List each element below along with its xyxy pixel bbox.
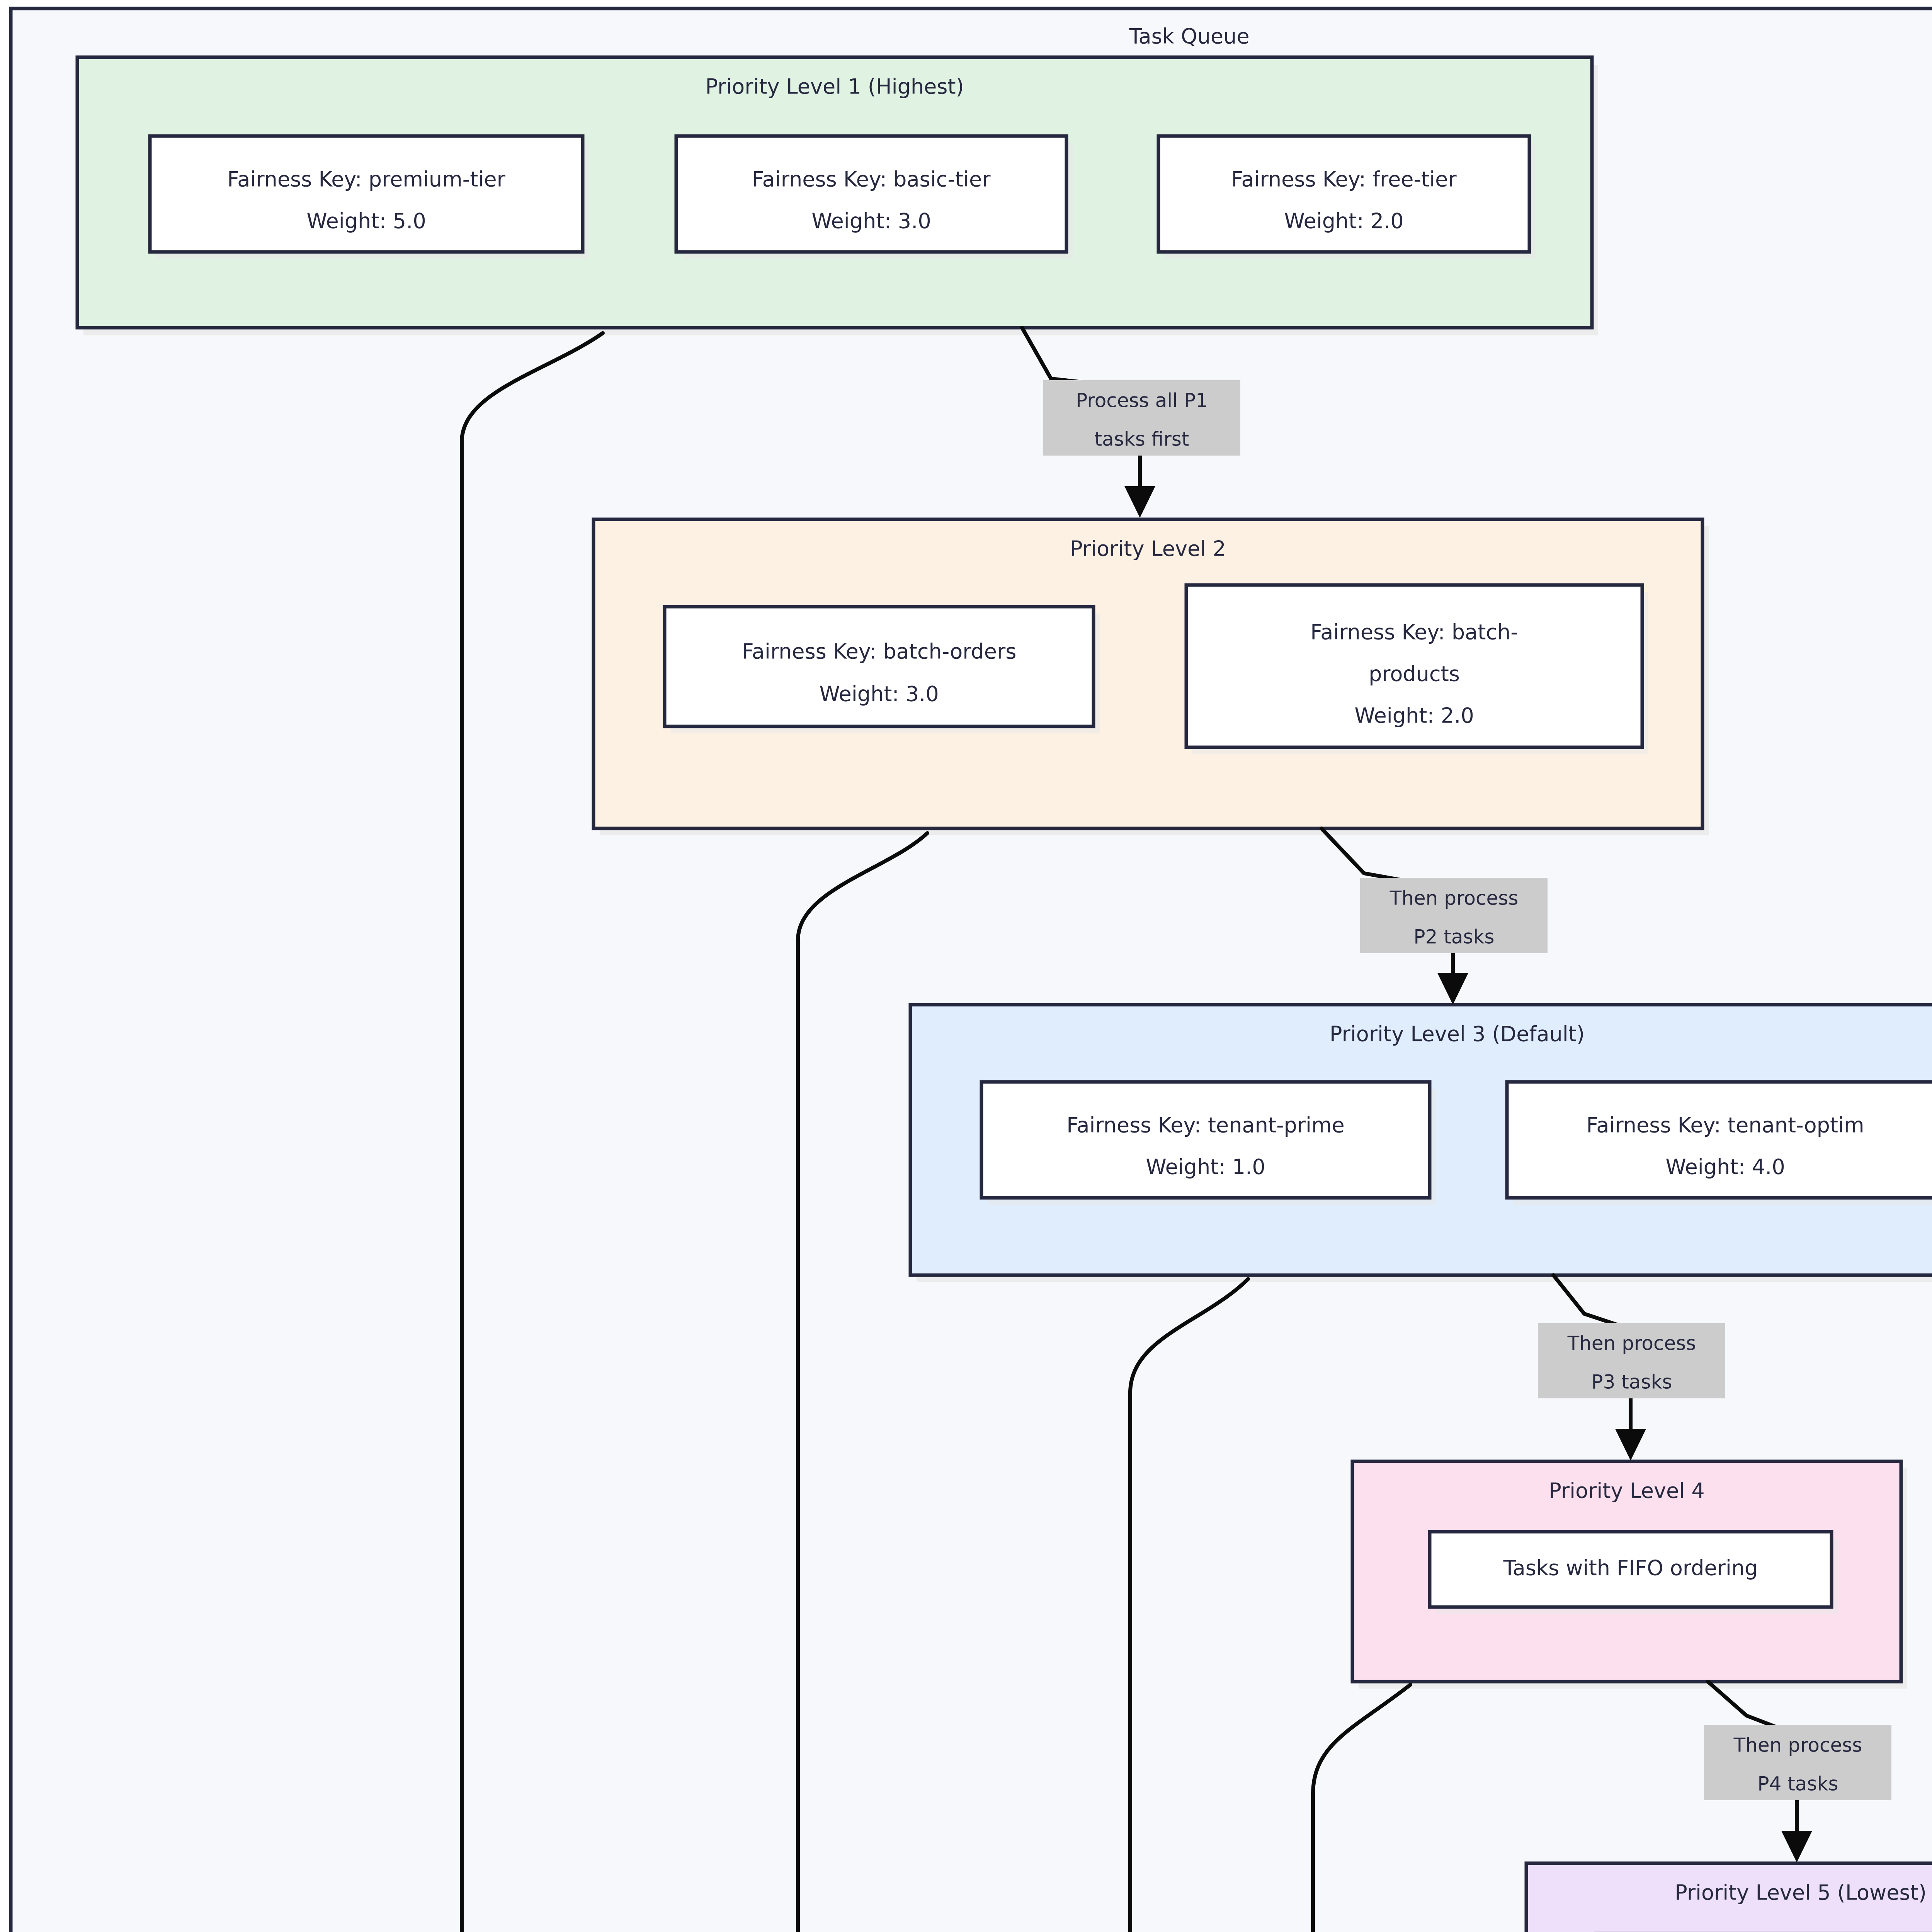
edge-label-p4-to-p5-line2: P4 tasks: [1757, 1773, 1838, 1795]
edge-p3-to-workers: [1128, 1277, 1250, 1932]
cluster-priority-1-title: Priority Level 1 (Highest): [705, 75, 964, 99]
node-fairness-premium-tier-weight: Weight: 5.0: [306, 209, 426, 233]
edge-label-p1-to-p2-line1: Process all P1: [1076, 389, 1208, 412]
node-fairness-basic-tier-rect[interactable]: [674, 134, 1068, 254]
edge-p4-to-p5-arrowhead: [1781, 1831, 1812, 1862]
node-p4-fifo-label: Tasks with FIFO ordering: [1503, 1556, 1758, 1580]
cluster-priority-4: Priority Level 4 Tasks with FIFO orderin…: [1350, 1459, 1907, 1689]
node-fairness-premium-tier[interactable]: Fairness Key: premium-tier Weight: 5.0: [148, 134, 589, 259]
node-fairness-batch-products-key: Fairness Key: batch-: [1310, 620, 1518, 645]
edge-label-p3-to-p4-line2: P3 tasks: [1591, 1371, 1672, 1393]
cluster-priority-3: Priority Level 3 (Default) Fairness Key:…: [908, 1003, 1932, 1282]
edge-label-p1-to-p2: Process all P1 tasks first: [1043, 380, 1240, 456]
node-fairness-tenant-optim[interactable]: Fairness Key: tenant-optim Weight: 4.0: [1505, 1080, 1932, 1205]
node-fairness-batch-products-key2: products: [1369, 662, 1460, 686]
edge-label-p4-to-p5-bg: [1704, 1725, 1891, 1800]
node-fairness-basic-tier-weight: Weight: 3.0: [811, 209, 931, 233]
edge-label-p3-to-p4-bg: [1538, 1323, 1725, 1398]
edge-p1-to-p2-arrowhead: [1124, 486, 1155, 518]
node-fairness-basic-tier-key: Fairness Key: basic-tier: [752, 167, 991, 192]
node-fairness-batch-orders-key: Fairness Key: batch-orders: [742, 639, 1017, 664]
edge-label-p4-to-p5-line1: Then process: [1733, 1734, 1862, 1757]
cluster-priority-3-title: Priority Level 3 (Default): [1330, 1022, 1585, 1046]
node-fairness-free-tier[interactable]: Fairness Key: free-tier Weight: 2.0: [1156, 134, 1536, 259]
node-fairness-tenant-optim-rect[interactable]: [1505, 1080, 1932, 1200]
node-fairness-basic-tier[interactable]: Fairness Key: basic-tier Weight: 3.0: [674, 134, 1073, 259]
cluster-priority-5-title: Priority Level 5 (Lowest): [1675, 1881, 1927, 1905]
node-fairness-tenant-prime-weight: Weight: 1.0: [1146, 1155, 1265, 1179]
cluster-priority-2: Priority Level 2 Fairness Key: batch-ord…: [592, 517, 1709, 835]
cluster-priority-1: Priority Level 1 (Highest) Fairness Key:…: [75, 55, 1598, 335]
node-fairness-batch-orders[interactable]: Fairness Key: batch-orders Weight: 3.0: [663, 605, 1100, 733]
node-fairness-batch-products-weight: Weight: 2.0: [1354, 704, 1474, 728]
node-fairness-premium-tier-key: Fairness Key: premium-tier: [227, 167, 505, 192]
node-p4-fifo[interactable]: Tasks with FIFO ordering: [1428, 1530, 1838, 1614]
node-fairness-tenant-prime[interactable]: Fairness Key: tenant-prime Weight: 1.0: [980, 1080, 1436, 1205]
node-fairness-free-tier-weight: Weight: 2.0: [1284, 209, 1403, 233]
cluster-priority-5-rect: [1524, 1861, 1932, 1932]
edge-p4-to-workers: [1311, 1683, 1412, 1932]
cluster-priority-4-title: Priority Level 4: [1549, 1479, 1704, 1503]
edge-label-p2-to-p3-line1: Then process: [1389, 887, 1519, 910]
edge-p1-to-workers: [460, 331, 605, 1932]
edge-p2-to-workers: [796, 831, 929, 1932]
node-fairness-premium-tier-rect[interactable]: [148, 134, 585, 254]
node-fairness-batch-products[interactable]: Fairness Key: batch- products Weight: 2.…: [1184, 583, 1648, 754]
edge-label-p2-to-p3-bg: [1360, 878, 1548, 953]
edge-label-p3-to-p4-line1: Then process: [1567, 1332, 1696, 1355]
node-fairness-free-tier-key: Fairness Key: free-tier: [1231, 167, 1457, 192]
edge-label-p4-to-p5: Then process P4 tasks: [1704, 1725, 1891, 1800]
edge-p3-to-p4-arrowhead: [1615, 1429, 1646, 1461]
node-p4-fifo-rect[interactable]: [1428, 1530, 1833, 1609]
edge-label-p2-to-p3: Then process P2 tasks: [1360, 878, 1548, 953]
node-fairness-free-tier-rect[interactable]: [1156, 134, 1531, 254]
cluster-priority-5: Priority Level 5 (Lowest) Tasks with FIF…: [1524, 1861, 1932, 1932]
edge-label-p2-to-p3-line2: P2 tasks: [1413, 926, 1494, 948]
edge-label-p3-to-p4: Then process P3 tasks: [1538, 1323, 1725, 1398]
node-fairness-batch-products-rect[interactable]: [1184, 583, 1644, 749]
node-fairness-batch-orders-rect[interactable]: [663, 605, 1095, 728]
edge-p2-to-p3-arrowhead: [1437, 973, 1468, 1005]
edge-label-p1-to-p2-line2: tasks first: [1095, 428, 1189, 451]
node-fairness-tenant-optim-key: Fairness Key: tenant-optim: [1586, 1113, 1864, 1138]
node-fairness-tenant-prime-rect[interactable]: [980, 1080, 1432, 1200]
cluster-priority-2-title: Priority Level 2: [1070, 537, 1226, 561]
cluster-task-queue-title: Task Queue: [1129, 24, 1249, 49]
node-fairness-batch-orders-weight: Weight: 3.0: [819, 682, 939, 706]
node-fairness-tenant-prime-key: Fairness Key: tenant-prime: [1066, 1113, 1345, 1138]
node-fairness-tenant-optim-weight: Weight: 4.0: [1665, 1155, 1785, 1179]
edge-label-p1-to-p2-bg: [1043, 380, 1240, 456]
